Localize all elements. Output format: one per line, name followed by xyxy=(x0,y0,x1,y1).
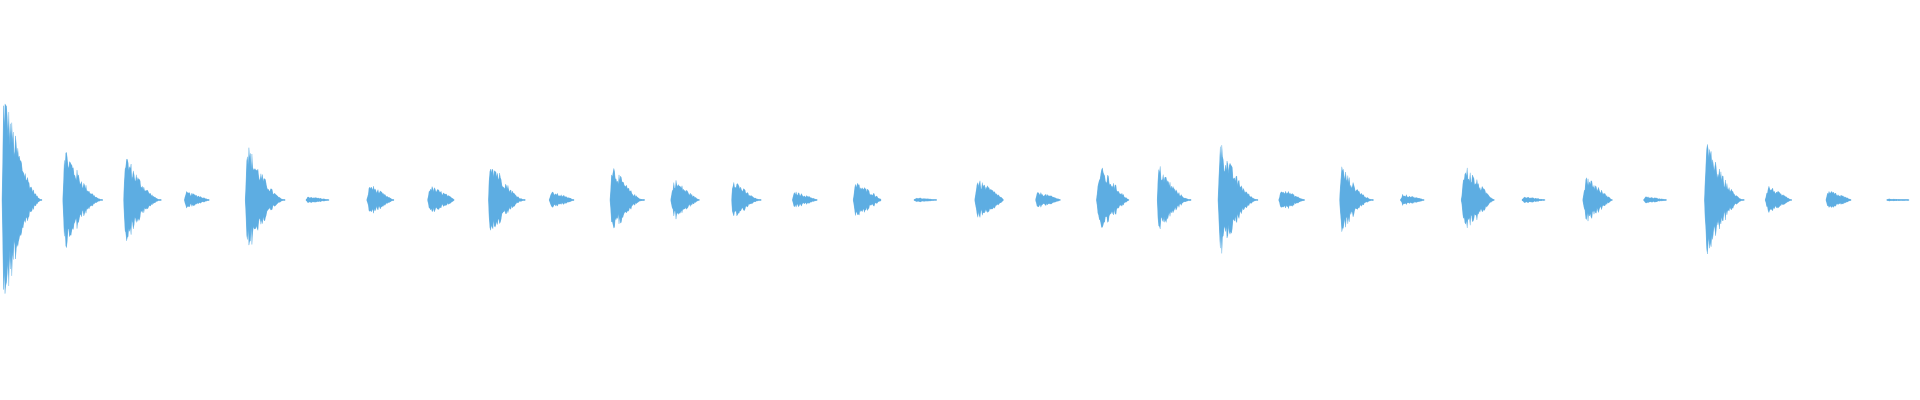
waveform-hit xyxy=(62,152,104,248)
waveform-hit xyxy=(731,182,762,217)
waveform-hit xyxy=(1,103,43,294)
waveform-hit xyxy=(1096,167,1130,228)
waveform-hit xyxy=(488,168,526,231)
waveform-hit xyxy=(853,182,882,216)
waveform-hit xyxy=(1704,144,1745,255)
waveform-hit xyxy=(184,190,210,209)
waveform-hit xyxy=(1035,191,1061,208)
waveform-hit xyxy=(1400,193,1425,207)
waveform-hit xyxy=(305,196,330,203)
waveform-hit xyxy=(913,197,938,203)
waveform-hit xyxy=(974,180,1004,218)
waveform-hit xyxy=(792,191,818,208)
waveform-hit xyxy=(1521,196,1546,204)
waveform-hit xyxy=(123,159,162,241)
waveform-hit xyxy=(670,180,700,220)
waveform-hit xyxy=(1461,167,1495,228)
waveform-hit xyxy=(1157,166,1192,230)
waveform-hit xyxy=(1765,185,1793,214)
waveform-hit xyxy=(1339,166,1374,232)
waveform-hit xyxy=(549,191,575,208)
waveform-hit xyxy=(245,147,286,246)
waveform-hit xyxy=(366,186,395,214)
waveform-hit xyxy=(1278,190,1306,209)
waveform-hit xyxy=(609,168,645,229)
waveform-hit xyxy=(1582,177,1614,222)
waveform-hit xyxy=(427,185,455,213)
waveform-hits xyxy=(1,103,1910,294)
waveform-hit xyxy=(1886,198,1910,202)
waveform-hit xyxy=(1825,190,1852,208)
waveform-hit xyxy=(1217,145,1259,254)
waveform-hit xyxy=(1643,196,1668,204)
